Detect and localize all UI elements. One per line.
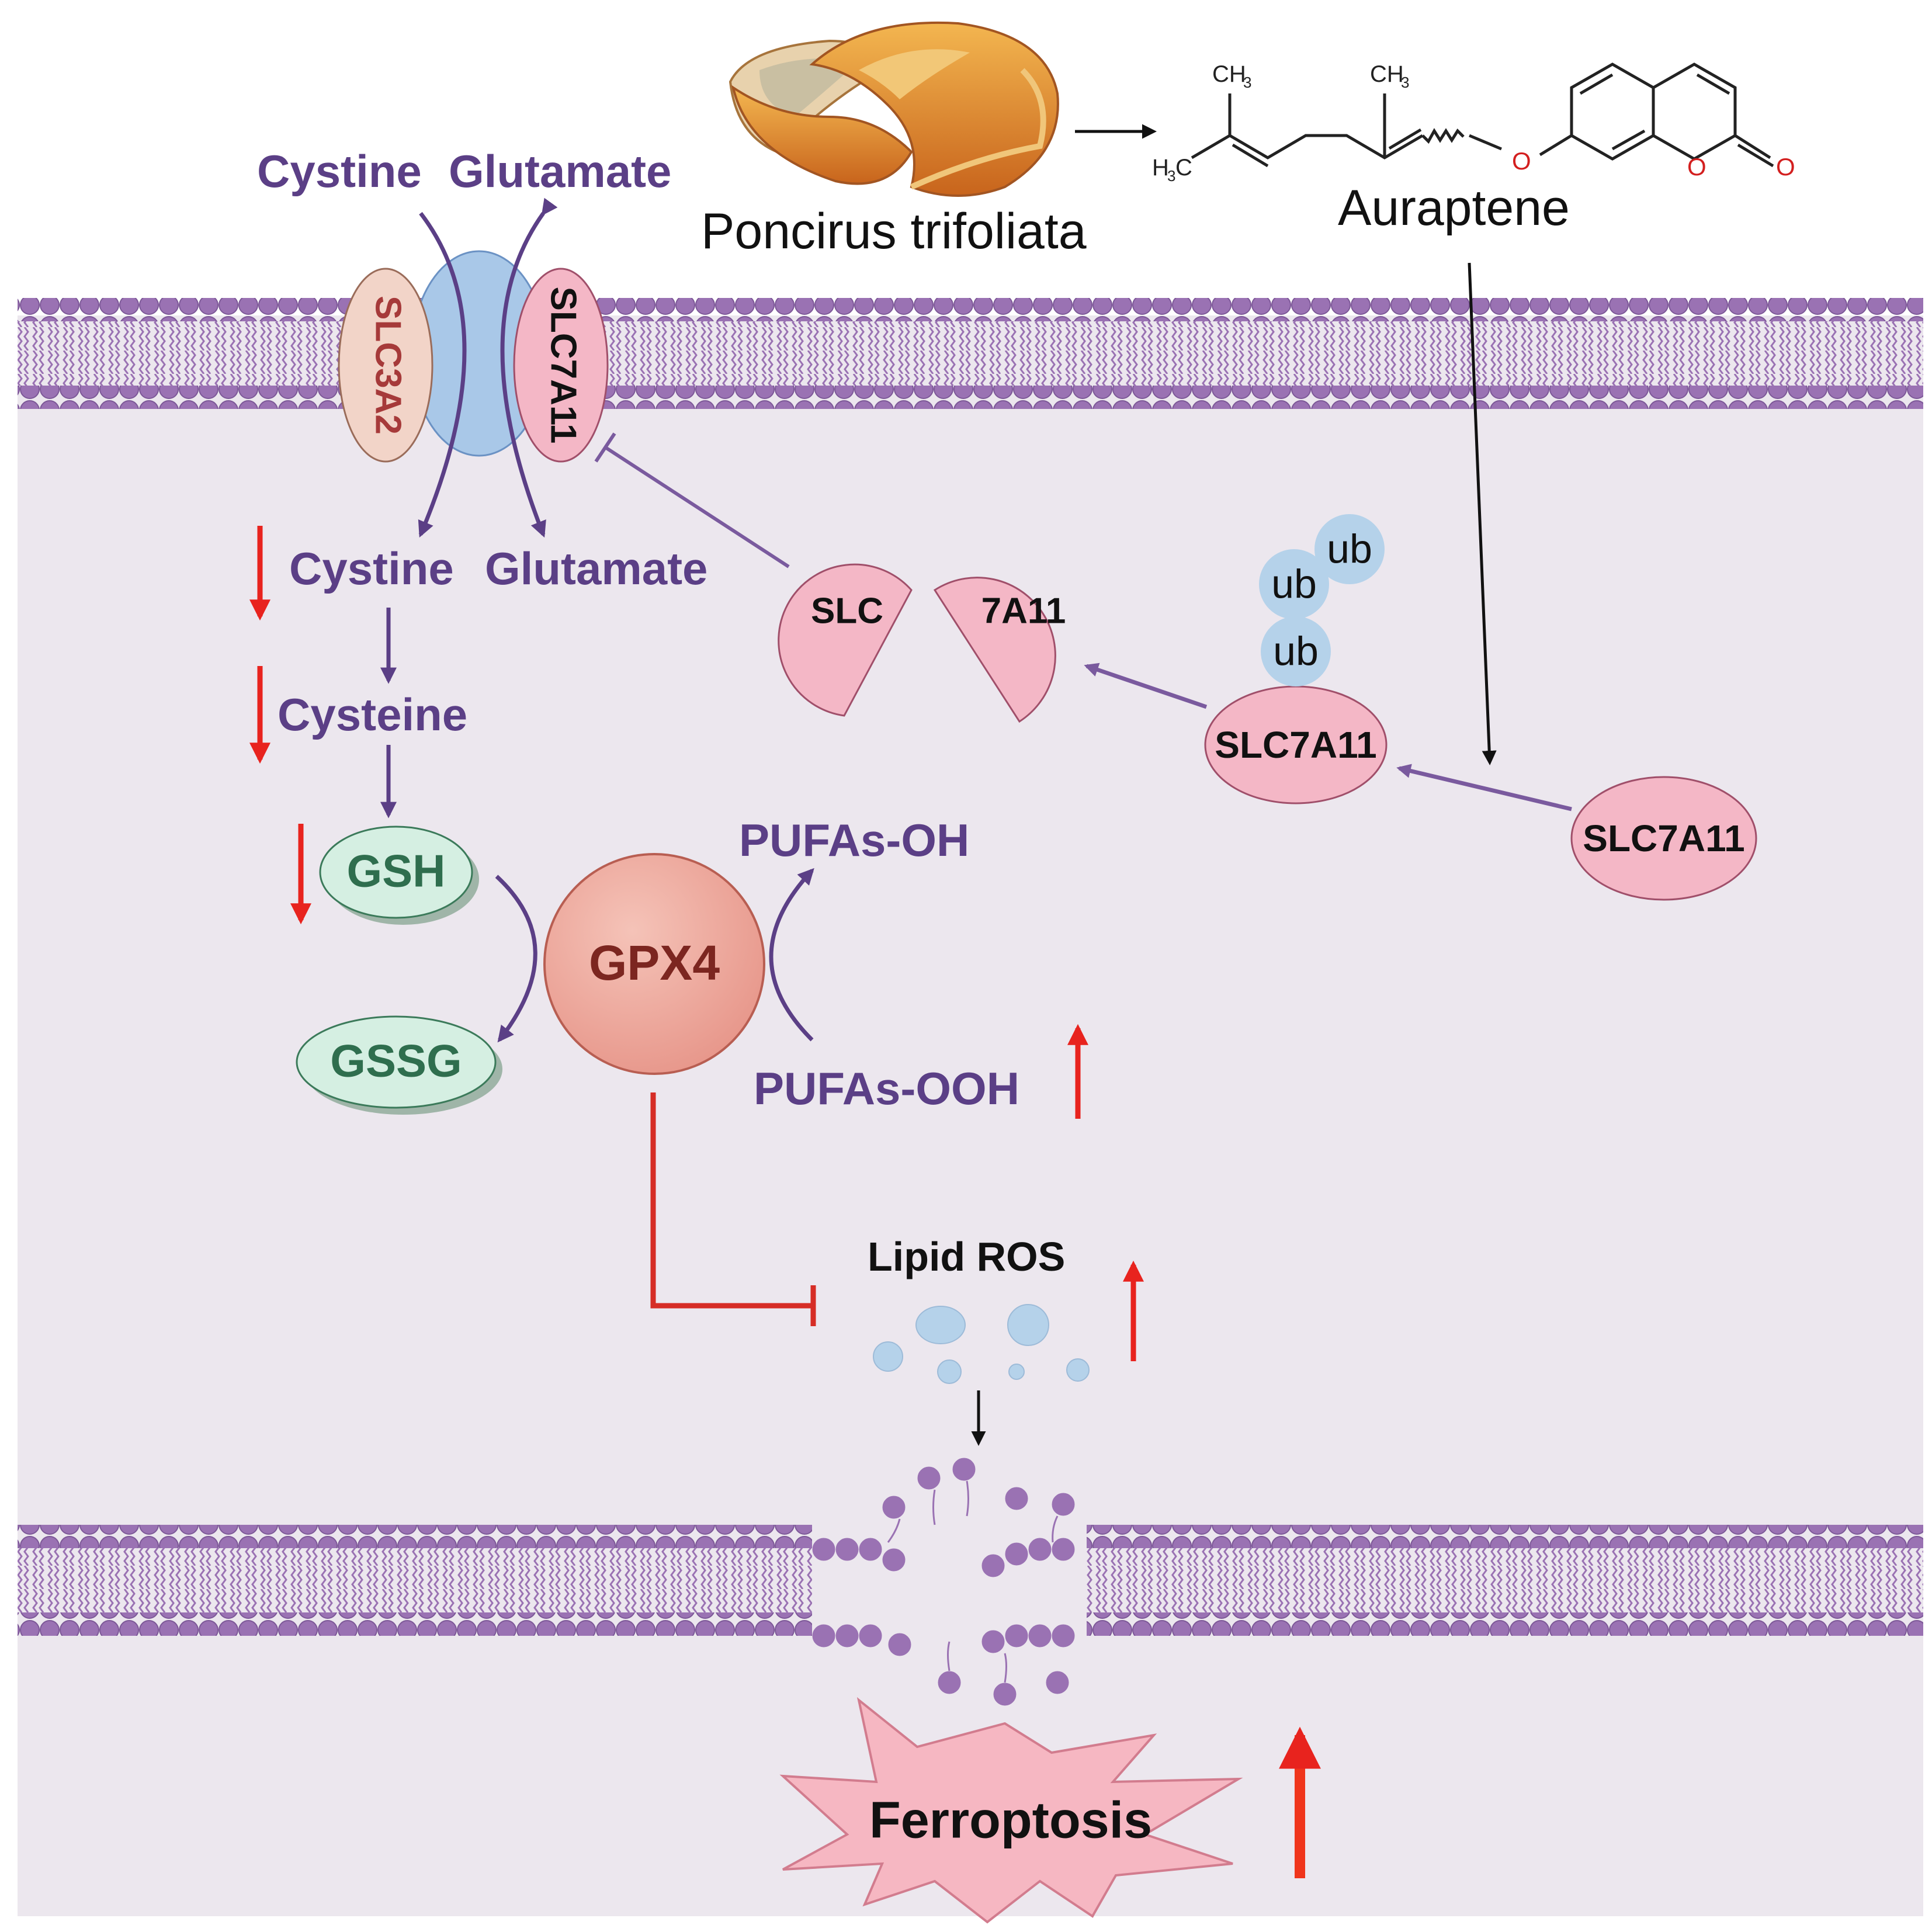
gsh-label: GSH [346, 845, 445, 897]
degradation-inhibits-transporter [603, 445, 790, 568]
top-glutamate-label: Glutamate [449, 145, 671, 197]
auraptene-atom-labels: CH 3 CH 3 H 3 C O O O [1152, 61, 1795, 185]
arrow-pufas-ooh-to-oh [769, 868, 814, 1042]
slc7a11-ub-label: SLC7A11 [1215, 724, 1376, 766]
slc7a11-free-node: SLC7A11 [1570, 776, 1757, 901]
cysteine-label: Cysteine [278, 689, 467, 740]
ferroptosis-label: Ferroptosis [869, 1791, 1152, 1848]
ch3-sub-2: 3 [1401, 74, 1409, 91]
ch3-label-1: CH [1212, 61, 1246, 87]
arrow-auraptene-to-slc7a11 [1468, 262, 1497, 765]
ferroptosis-burst: Ferroptosis [779, 1697, 1243, 1924]
ub-label-2: ub [1271, 561, 1317, 606]
h3c-c: C [1175, 155, 1192, 181]
slc7a11-ubiquitinated-node: SLC7A11 ub ub ub [1204, 514, 1388, 804]
lipid-ros-label: Lipid ROS [868, 1234, 1065, 1279]
top-membrane [18, 298, 1923, 409]
bottom-membrane-right [1087, 1525, 1923, 1636]
arrow-gsh-to-gssg [495, 875, 537, 1043]
pufas-oh-label: PUFAs-OH [739, 814, 969, 866]
ub-label-3: ub [1327, 526, 1372, 571]
h3c-sub: 3 [1167, 167, 1175, 185]
arrow-ub-to-split [1084, 663, 1208, 709]
bottom-membrane-left [18, 1525, 812, 1636]
slc7a11-free-label: SLC7A11 [1583, 817, 1744, 859]
compound-name-label: Auraptene [1338, 180, 1570, 236]
gpx4-inhibition-line [650, 1092, 812, 1309]
slc7a11-degraded: SLC 7A11 [778, 563, 1066, 723]
auraptene-structure [1191, 63, 1774, 168]
ub-label-1: ub [1273, 628, 1319, 674]
cytosol-cystine-label: Cystine [289, 543, 454, 594]
poncirus-fruit-image [729, 21, 1059, 197]
ch3-sub-1: 3 [1243, 74, 1251, 91]
transporter-complex: SLC3A2 SLC7A11 [338, 197, 609, 538]
ring-oxygen: O [1687, 153, 1706, 181]
pufas-ooh-label: PUFAs-OOH [754, 1063, 1019, 1114]
membrane-pore-lipids [812, 1458, 1075, 1706]
7a11-fragment-label: 7A11 [981, 591, 1066, 631]
slc3a2-label: SLC3A2 [368, 296, 408, 435]
gpx4-label: GPX4 [589, 935, 720, 990]
carbonyl-oxygen: O [1776, 153, 1795, 181]
slc3a2-protein [338, 268, 433, 463]
gssg-label: GSSG [330, 1035, 462, 1087]
ether-oxygen: O [1512, 147, 1531, 175]
plant-name-label: Poncirus trifoliata [701, 203, 1087, 259]
gssg-node: GSSG [296, 1015, 502, 1115]
slc7a11-membrane-label: SLC7A11 [543, 287, 584, 444]
cytosol-glutamate-label: Glutamate [485, 543, 707, 594]
h3c-h: H [1152, 155, 1169, 181]
top-cystine-label: Cystine [257, 145, 422, 197]
gpx4-node: GPX4 [543, 853, 765, 1075]
ros-bubbles [873, 1304, 1090, 1384]
slc-fragment-label: SLC [811, 591, 883, 631]
arrow-free-to-ub [1396, 764, 1572, 811]
gsh-node: GSH [319, 825, 479, 925]
ch3-label-2: CH [1370, 61, 1404, 87]
